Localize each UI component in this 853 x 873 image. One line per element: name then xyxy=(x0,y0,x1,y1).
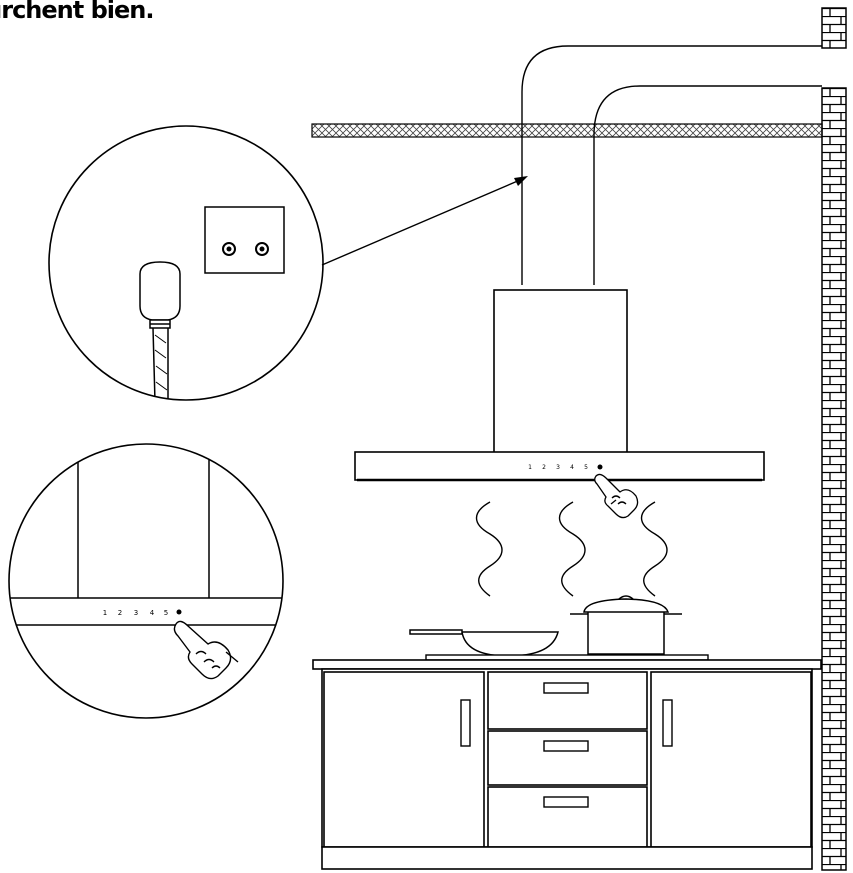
hood-control-panel: 1 2 3 4 5 xyxy=(528,464,603,471)
hood-button-label-1: 1 xyxy=(528,464,532,471)
zoom-button-label-2: 2 xyxy=(118,609,122,617)
wall-socket xyxy=(204,206,285,274)
ceiling-slab xyxy=(311,123,823,138)
socket-detail-callout xyxy=(48,125,324,401)
zoom-power-button xyxy=(176,609,182,615)
zoom-button-label-3: 3 xyxy=(134,609,138,617)
pointing-hand-icon xyxy=(594,473,639,519)
control-panel-detail-callout: 1 2 3 4 5 xyxy=(8,443,284,719)
power-plug-icon xyxy=(139,261,181,400)
hood-button-label-2: 2 xyxy=(542,464,546,471)
caption-text: ırchent bien. xyxy=(0,0,154,24)
brick-wall xyxy=(821,7,847,871)
zoom-button-label-5: 5 xyxy=(164,609,168,617)
cabinet-handles xyxy=(460,682,673,808)
zoom-button-label-4: 4 xyxy=(150,609,155,617)
base-cabinet xyxy=(321,668,813,870)
hood-canopy xyxy=(354,451,765,482)
hood-button-label-4: 4 xyxy=(570,464,574,471)
countertop xyxy=(312,659,822,670)
zoom-control-panel: 1 2 3 4 5 xyxy=(103,609,182,617)
cooking-pot xyxy=(570,595,682,655)
hood-button-label-5: 5 xyxy=(584,464,588,471)
pointing-hand-zoom-icon xyxy=(173,620,239,680)
frying-pan xyxy=(409,629,559,657)
steam-lines xyxy=(475,501,668,597)
chimney-cover xyxy=(493,289,628,454)
callout-arrow xyxy=(321,176,528,266)
exhaust-duct xyxy=(521,45,822,285)
hood-power-button xyxy=(597,464,603,470)
zoom-button-label-1: 1 xyxy=(103,609,107,617)
hood-button-label-3: 3 xyxy=(556,464,560,471)
